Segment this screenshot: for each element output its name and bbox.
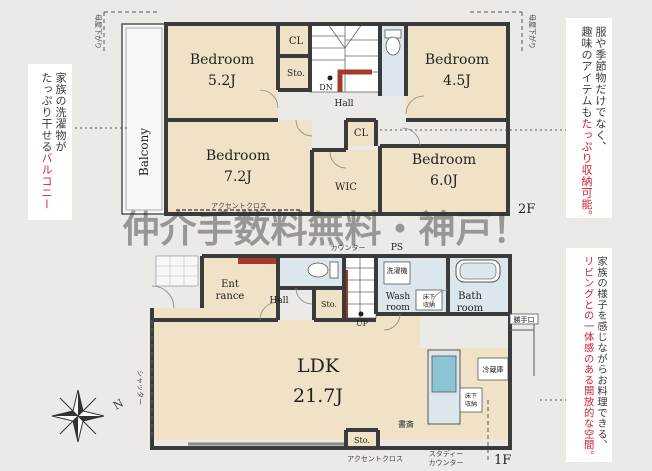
kitchen-sink-icon xyxy=(431,355,457,393)
back-door xyxy=(509,313,539,325)
roof-label-right: 母屋下がり xyxy=(528,14,537,49)
washroom-label-2: room xyxy=(386,303,410,313)
note-storage-col-2: 趣味のアイテムもたっぷり収納可能。 xyxy=(580,26,593,222)
bedroom-6-0j-size: 6.0J xyxy=(430,173,458,189)
ldk-area xyxy=(152,314,510,440)
floor-storage-label-2: 収納 xyxy=(423,301,435,309)
stairs-2f xyxy=(309,23,381,93)
bedroom-4-5j-name: Bedroom xyxy=(425,52,489,68)
porch-tiles xyxy=(155,255,199,287)
wic-area xyxy=(312,150,380,213)
washing-machine-icon xyxy=(383,261,411,285)
floor-label-2f: 2F xyxy=(518,202,535,217)
up-label: UP xyxy=(356,319,369,328)
kitchen-floor-storage-icon xyxy=(459,387,483,413)
counter-label: カウンター xyxy=(331,243,366,252)
balcony-label: Balcony xyxy=(137,128,151,176)
ldk-size: 21.7J xyxy=(293,385,343,407)
storage-area-1f xyxy=(314,288,344,320)
wic-label: WIC xyxy=(335,182,357,193)
closet-area xyxy=(278,24,310,56)
bedroom-7-2j-name: Bedroom xyxy=(206,148,270,164)
storage-label-2f: Sto. xyxy=(287,69,305,79)
back-door-label: 勝手口 xyxy=(514,315,535,324)
bedroom-5-2j-name: Bedroom xyxy=(190,52,254,68)
study-counter-label-2: カウンター xyxy=(429,458,464,467)
closet-area-2 xyxy=(346,120,376,146)
study-desk-label: 書斎 xyxy=(398,419,414,429)
accent-cross-label-2f: アクセントクロス xyxy=(211,202,267,210)
storage-label-1f: Sto. xyxy=(321,300,337,309)
doors-1f xyxy=(151,285,449,331)
toilet-icon-1f xyxy=(307,261,339,279)
shutter-label: シャッター xyxy=(136,370,145,405)
storage-area-1f-bottom xyxy=(346,430,378,450)
ps-label: PS xyxy=(391,243,403,253)
closet-label-2: CL xyxy=(354,128,369,139)
bedroom-7-2j-area xyxy=(166,120,312,213)
note-kitchen-col-1: 家族の様子を感じながらお料理できる、 xyxy=(595,256,607,451)
walls-2f xyxy=(164,22,510,216)
toilet-icon xyxy=(384,29,402,56)
laundry-label: 洗濯機 xyxy=(387,266,408,275)
note-kitchen-col-2: リビングとの一体感のある開放的な空間。 xyxy=(581,256,594,462)
accent-cross-label-1f: アクセントクロス xyxy=(347,455,403,463)
kitchen-storage-label-2: 収納 xyxy=(465,400,477,408)
washroom-label-1: Wash xyxy=(386,292,410,302)
hall-label-1f: Hall xyxy=(270,296,289,306)
stairs-1f xyxy=(343,255,377,319)
watermark-text: 仲介手数料無料・神戸！ xyxy=(123,208,530,251)
note-storage-col-1: 服や季節物だけでなく、 xyxy=(594,26,607,153)
fridge-label: 冷蔵庫 xyxy=(483,365,504,374)
down-label: DN xyxy=(319,83,332,92)
first-floor-plan: LDK 21.7J Ent rance Hall Sto. Sto. Wash … xyxy=(136,243,539,468)
study-counter-label-1: スタディー xyxy=(429,449,464,458)
compass-icon xyxy=(51,389,105,443)
storage-area xyxy=(278,56,310,90)
bedroom-5-2j-area xyxy=(166,24,278,120)
note-balcony-col-2: たっぷり干せるバルコニー xyxy=(40,72,53,210)
second-floor-plan: Bedroom 5.2J Bedroom 4.5J Bedroom 7.2J B… xyxy=(94,11,537,217)
ldk-name: LDK xyxy=(297,355,340,377)
compass-north-label: N xyxy=(111,396,126,412)
entrance-hall-area xyxy=(152,256,278,320)
note-kitchen: 家族の様子を感じながらお料理できる、 リビングとの一体感のある開放的な空間。 xyxy=(566,248,612,462)
balcony-area xyxy=(121,23,167,215)
closet-label: CL xyxy=(289,36,304,47)
hall-label-2f: Hall xyxy=(335,99,354,109)
roof-label-left: 母屋下がり xyxy=(94,14,103,49)
floor-storage-label-1: 床下 xyxy=(423,293,435,301)
note-storage: 服や季節物だけでなく、 趣味のアイテムもたっぷり収納可能。 xyxy=(566,18,612,222)
floor-storage-icon xyxy=(415,289,443,311)
bedroom-7-2j-size: 7.2J xyxy=(224,169,252,185)
storage-label-1f-bottom: Sto. xyxy=(354,436,370,445)
leader-lines xyxy=(70,127,568,401)
stair-handrail xyxy=(337,69,372,92)
bedroom-5-2j-size: 5.2J xyxy=(208,73,236,89)
kitchen-storage-label-1: 床下 xyxy=(465,392,477,400)
floor-label-1f: 1F xyxy=(494,453,511,467)
bedroom-6-0j-area xyxy=(380,146,508,213)
note-balcony: 家族の洗濯物が たっぷり干せるバルコニー xyxy=(28,64,72,220)
entrance-label-1: Ent xyxy=(221,279,239,290)
note-balcony-col-1: 家族の洗濯物が xyxy=(54,72,67,153)
shoe-cabinet xyxy=(238,256,278,264)
bathroom-label-1: Bath xyxy=(458,291,482,302)
bedroom-4-5j-size: 4.5J xyxy=(443,73,471,89)
bathroom-label-2: room xyxy=(457,303,484,314)
entrance-label-2: rance xyxy=(216,291,245,302)
bedroom-4-5j-area xyxy=(406,24,508,120)
doors-2f xyxy=(259,89,425,169)
bedroom-6-0j-name: Bedroom xyxy=(412,152,476,168)
